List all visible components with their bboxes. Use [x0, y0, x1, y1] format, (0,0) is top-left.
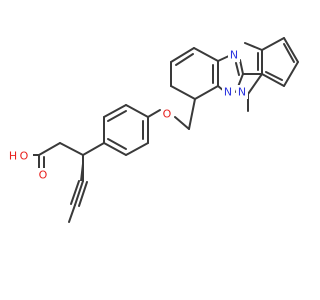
atom-bg-carbonyl [37, 168, 49, 182]
bond-ph1-3 [125, 104, 149, 118]
bond-layer [24, 37, 299, 223]
bond-c2-c3 [59, 142, 84, 156]
bond-py-6 [194, 85, 219, 100]
bond-ph1-5 [125, 142, 149, 156]
bond-ph1-6 [103, 142, 127, 156]
bond-ph2-6-inner [265, 71, 283, 81]
bond-py-1 [170, 85, 196, 100]
bond-ph2-1 [247, 73, 263, 95]
atom-bg-n-triazole-bottom [236, 85, 248, 99]
bond-o-ch2 [174, 116, 190, 130]
bond-ch2-bicycle [188, 98, 196, 130]
bond-py-4 [193, 47, 219, 62]
bond-ph2-4-inner [283, 43, 295, 63]
molecule-structure-diagram: H O O O N N N [9, 37, 299, 223]
bond-ph2-4 [283, 37, 299, 63]
atom-bg-ether [161, 107, 173, 121]
atom-n-triazole-bottom: N [238, 86, 246, 99]
molecule-svg: H O O O N N N [9, 37, 299, 223]
bond-ph2-3 [261, 37, 285, 51]
atom-bg-hydroxyl [9, 149, 33, 163]
bond-ph1-6-inner [107, 138, 127, 150]
bond-ph1-2 [103, 104, 127, 118]
atom-o-ether: O [163, 108, 172, 121]
bond-c1-c2 [38, 142, 61, 156]
bond-c3-ph1 [82, 142, 105, 156]
bond-alkyne-a [74, 180, 84, 206]
bond-ph1-o [147, 109, 161, 118]
bond-ph2-6 [261, 73, 285, 87]
bond-tz-2 [239, 59, 244, 75]
bond-py-3 [170, 47, 195, 63]
bond-alkyne-b [70, 180, 80, 205]
bond-ph1-2-inner [107, 110, 127, 122]
bond-alkyne-c [78, 181, 88, 207]
bond-alkyne-ch3 [68, 204, 76, 223]
atom-n-bridgehead: N [224, 86, 232, 99]
bond-methyl-top [244, 42, 263, 51]
bond-tz-2-inner [235, 62, 240, 76]
atom-o-carbonyl: O [39, 169, 48, 182]
atom-bg-n-bridgehead [222, 85, 234, 99]
atom-o-hydroxyl: O [20, 150, 29, 163]
bond-py-3-inner [175, 53, 194, 66]
bond-ph2-5 [283, 61, 299, 87]
atom-h-hydroxyl: H [9, 150, 17, 163]
atom-bg-n-triazole-top [228, 48, 240, 62]
atom-label-layer: H O O O N N N [9, 48, 248, 182]
atom-n-triazole-top: N [230, 49, 238, 62]
